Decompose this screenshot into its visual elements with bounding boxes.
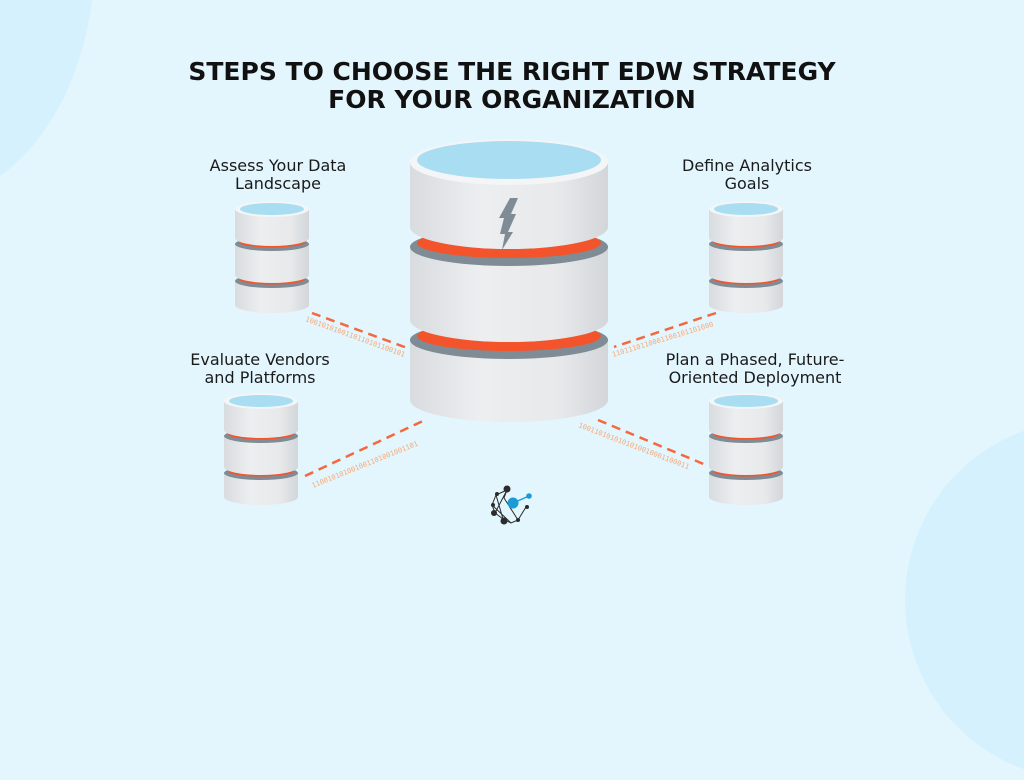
- step-label-define-goals: Define Analytics Goals: [682, 156, 812, 193]
- svg-text:1001101010101010010001100011: 1001101010101010010001100011: [577, 421, 690, 471]
- database-bottom-right: [709, 393, 783, 505]
- page-title: STEPS TO CHOOSE THE RIGHT EDW STRATEGY F…: [0, 58, 1024, 114]
- step-label-plan-deployment: Plan a Phased, Future- Oriented Deployme…: [665, 350, 845, 387]
- step-label-assess-data: Assess Your Data Landscape: [209, 156, 347, 193]
- lightning-bolt-icon: [499, 198, 518, 250]
- title-line-1: STEPS TO CHOOSE THE RIGHT EDW STRATEGY: [188, 57, 836, 86]
- step-label-evaluate-vendors: Evaluate Vendors and Platforms: [190, 350, 330, 387]
- central-database: [410, 139, 608, 422]
- title-line-2: FOR YOUR ORGANIZATION: [328, 85, 696, 114]
- database-bottom-left: [224, 393, 298, 505]
- diagram-canvas: 1001010100110110101100101 11001010100100…: [224, 139, 783, 525]
- connector-bottom-left: 110010101001001101001001101: [304, 418, 426, 490]
- connector-bottom-right: 1001101010101010010001100011: [577, 418, 707, 471]
- network-node-logo: [491, 485, 532, 525]
- database-top-left: [235, 201, 309, 313]
- database-top-right: [709, 201, 783, 313]
